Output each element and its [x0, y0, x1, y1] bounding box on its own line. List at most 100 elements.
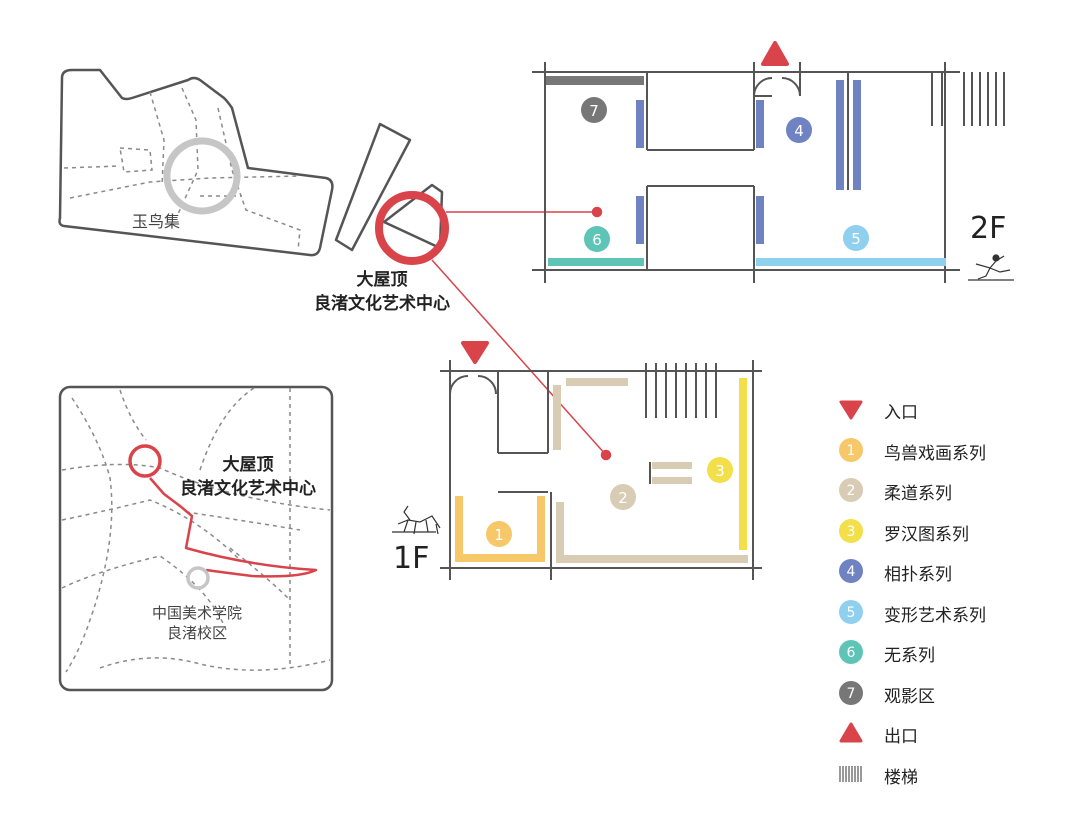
wall-series-4-b	[756, 100, 764, 148]
entrance-icon	[839, 400, 863, 420]
venue-ring-bottom	[128, 444, 162, 478]
marker-2: 2	[610, 484, 636, 510]
location-dashed-roads	[61, 387, 331, 673]
svg-text:3: 3	[847, 524, 856, 540]
marker-6: 6	[584, 226, 610, 252]
legend-label: 入口	[884, 403, 918, 423]
academy-label-line2: 良渚校区	[167, 624, 227, 642]
wall-series-2-e	[652, 462, 692, 469]
svg-text:4: 4	[794, 122, 804, 140]
site-outline-slab	[334, 122, 412, 252]
svg-text:7: 7	[847, 686, 856, 702]
wall-series-2-f	[652, 477, 692, 484]
wall-series-4-d	[853, 80, 861, 190]
legend-item-series-2: 2 柔道系列	[838, 475, 1058, 516]
svg-text:4: 4	[847, 564, 856, 580]
legend-label: 无系列	[884, 646, 935, 666]
wall-series-2-c	[556, 502, 564, 562]
legend-item-series-7: 7 观影区	[838, 678, 1058, 719]
stairs-2f	[931, 72, 1005, 126]
legend-item-series-1: 1 鸟兽戏画系列	[838, 435, 1058, 476]
svg-text:1: 1	[494, 526, 504, 544]
series-4-marker-icon: 4	[839, 559, 863, 583]
legend-label: 罗汉图系列	[884, 524, 969, 545]
floor-plan-1f: 1 2 3 1F	[392, 341, 762, 580]
venue-label-top-line1: 大屋顶	[357, 269, 408, 290]
route-line	[149, 477, 318, 578]
site-outline-main	[58, 68, 334, 257]
floor-label-1f: 1F	[393, 541, 429, 576]
series-7-marker-icon: 7	[839, 680, 863, 705]
legend-label: 鸟兽戏画系列	[884, 443, 986, 464]
map-legend: 入口 1 鸟兽戏画系列 2 柔道系列 3 罗汉图系列 4 相扑系列 5	[838, 394, 1058, 799]
entrance-icon	[461, 341, 489, 364]
legend-item-exit: 出口	[838, 718, 1058, 759]
site-map-top: 玉鸟集 大屋顶 良渚文化艺术中心	[58, 68, 450, 314]
legend-label: 变形艺术系列	[884, 605, 986, 626]
legend-label: 出口	[884, 727, 918, 747]
svg-text:7: 7	[589, 102, 599, 120]
wall-series-3	[739, 378, 747, 550]
site-ring-yuniaoji	[163, 137, 241, 215]
wall-series-1	[455, 496, 545, 562]
marker-7: 7	[581, 97, 607, 123]
location-map-bottom: 大屋顶 良渚文化艺术中心 中国美术学院 良渚校区	[58, 385, 334, 692]
wall-series-2-d	[556, 555, 748, 563]
venue-label-bottom-line2: 良渚文化艺术中心	[180, 478, 316, 499]
stairs-icon	[839, 765, 862, 782]
legend-item-series-5: 5 变形艺术系列	[838, 597, 1058, 638]
wall-series-4-e	[636, 196, 644, 244]
marker-5: 5	[843, 225, 869, 251]
svg-text:6: 6	[592, 231, 602, 249]
marker-1: 1	[486, 521, 512, 547]
legend-item-series-6: 6 无系列	[838, 637, 1058, 678]
series-5-marker-icon: 5	[839, 599, 863, 624]
legend-label: 相扑系列	[884, 565, 952, 585]
academy-ring	[186, 566, 210, 590]
site-dashed-roads	[63, 87, 301, 251]
wall-screen-7	[546, 76, 644, 85]
venue-label-bottom-line1: 大屋顶	[223, 454, 274, 475]
connector-1f	[431, 259, 607, 456]
markers-2f: 7 4 6 5	[581, 97, 869, 252]
legend-item-series-3: 3 罗汉图系列	[838, 516, 1058, 557]
svg-text:2: 2	[618, 489, 628, 507]
legend-item-entrance: 入口	[838, 394, 1058, 435]
venue-label-top-line2: 良渚文化艺术中心	[314, 293, 450, 314]
stairs-1f	[645, 363, 717, 418]
wall-series-2-a	[566, 378, 628, 386]
series-1-marker-icon: 1	[839, 437, 863, 462]
svg-text:5: 5	[851, 230, 861, 248]
exit-icon	[839, 722, 863, 743]
wall-series-4-f	[756, 196, 764, 244]
place-label-yuniaoji: 玉鸟集	[132, 212, 180, 231]
wall-series-2-b	[553, 385, 561, 450]
series-6-marker-icon: 6	[839, 640, 863, 664]
connector-dot-2f	[591, 206, 603, 218]
series-2-marker-icon: 2	[839, 478, 863, 502]
dancer-icon	[968, 254, 1014, 281]
floor-plan-2f: 7 4 6 5 2F	[532, 41, 1014, 283]
wall-series-4-c	[836, 80, 844, 190]
marker-4: 4	[786, 117, 812, 143]
exit-icon	[761, 41, 789, 66]
wall-series-5	[756, 258, 946, 266]
markers-1f: 1 2 3	[486, 457, 733, 547]
svg-text:5: 5	[847, 605, 856, 621]
legend-label: 楼梯	[884, 767, 918, 788]
floor-label-2f: 2F	[970, 211, 1006, 246]
svg-text:6: 6	[847, 645, 856, 661]
wall-series-4-a	[636, 100, 644, 148]
legend-label: 柔道系列	[884, 484, 952, 504]
academy-label-line1: 中国美术学院	[152, 604, 242, 622]
marker-3: 3	[707, 457, 733, 483]
connector-dot-1f	[600, 449, 612, 461]
svg-text:3: 3	[715, 462, 725, 480]
legend-label: 观影区	[884, 686, 935, 707]
legend-item-stairs: 楼梯	[838, 759, 1058, 800]
series-3-marker-icon: 3	[839, 518, 863, 543]
display-walls-1f	[455, 378, 748, 563]
legend-item-series-4: 4 相扑系列	[838, 556, 1058, 597]
walls-2f	[532, 62, 960, 283]
